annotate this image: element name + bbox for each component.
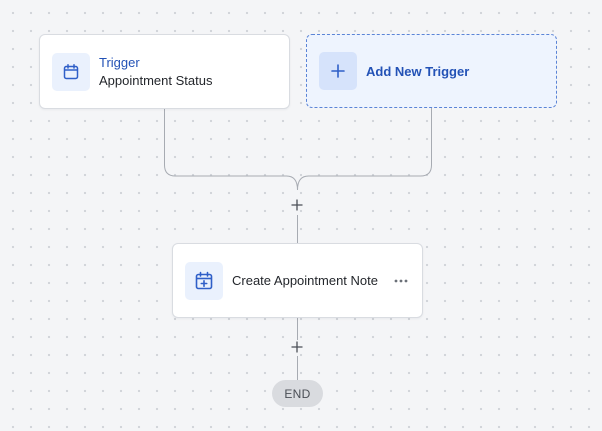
add-step-button-1[interactable] xyxy=(289,197,305,213)
add-new-trigger-label: Add New Trigger xyxy=(366,63,470,79)
end-node: END xyxy=(272,380,323,407)
more-horizontal-icon xyxy=(394,279,408,282)
add-step-button-2[interactable] xyxy=(289,339,305,355)
calendar-icon xyxy=(63,63,79,79)
action-label: Create Appointment Note xyxy=(232,273,378,288)
trigger-subtitle: Appointment Status xyxy=(99,72,213,88)
action-node-create-appointment-note[interactable]: Create Appointment Note xyxy=(172,243,423,318)
action-icon-box xyxy=(185,261,223,300)
trigger-text: Trigger Appointment Status xyxy=(99,54,212,90)
add-trigger-icon-box xyxy=(319,52,357,90)
trigger-title: Trigger xyxy=(99,54,140,70)
add-new-trigger-button[interactable]: Add New Trigger xyxy=(306,34,557,108)
trigger-icon-box xyxy=(52,52,90,91)
connector-add-trigger-merge xyxy=(297,108,432,191)
plus-icon xyxy=(291,199,303,211)
connector-trigger-merge xyxy=(164,109,298,191)
plus-icon xyxy=(331,64,345,78)
more-options-button[interactable] xyxy=(391,271,411,291)
calendar-plus-icon xyxy=(195,271,213,289)
plus-icon xyxy=(291,341,303,353)
trigger-node[interactable]: Trigger Appointment Status xyxy=(39,34,290,109)
